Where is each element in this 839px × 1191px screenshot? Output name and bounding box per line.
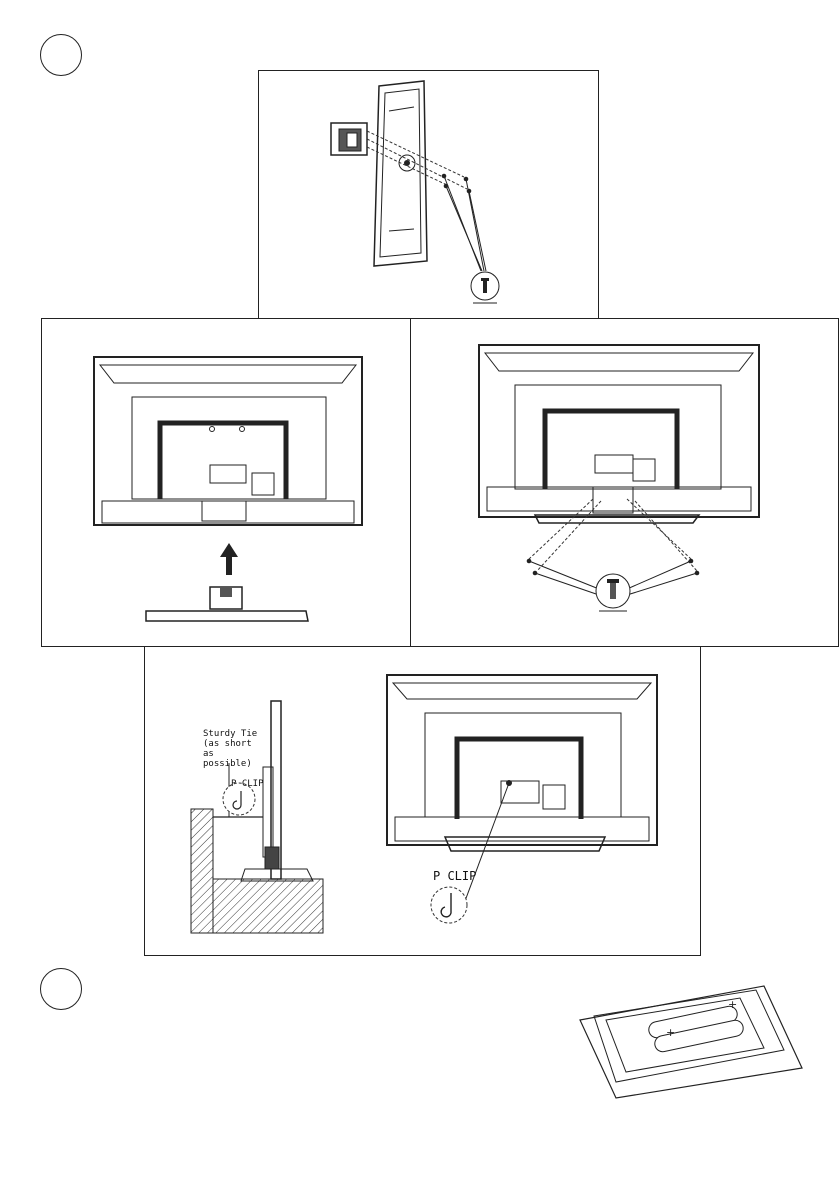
svg-text:+: + bbox=[666, 1026, 675, 1039]
remote-control-icon: + + bbox=[580, 986, 802, 1098]
svg-text:+: + bbox=[728, 998, 737, 1011]
